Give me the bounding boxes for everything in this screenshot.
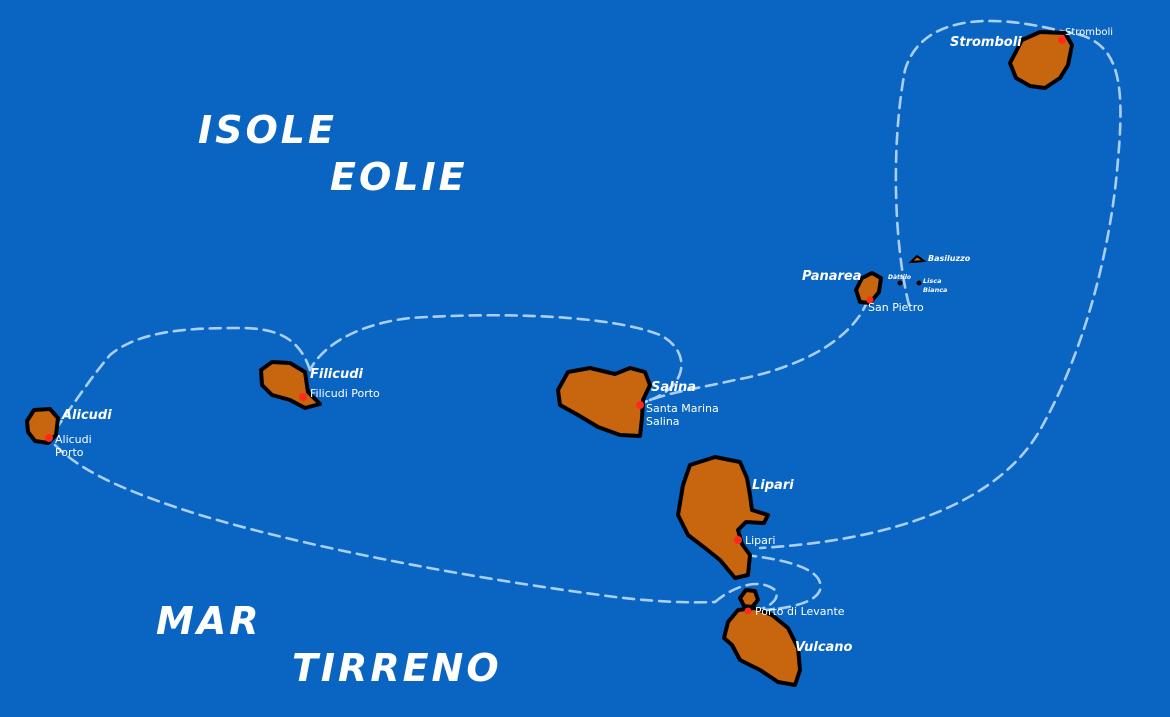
port-name-alicudi-porto: Porto [55, 446, 84, 459]
stromboli-island [1008, 30, 1074, 90]
island-name-vulcano: Vulcano [795, 640, 853, 655]
salina-island [556, 366, 652, 438]
basiluzzo-islet [908, 254, 927, 264]
port-marker-lipari [734, 536, 742, 544]
route-stromboli-loop [758, 19, 1122, 550]
island-name-stromboli: Stromboli [950, 35, 1022, 50]
panarea-island [854, 271, 883, 305]
island-name-lisca: Lisca [923, 277, 941, 285]
route-filicudi-alicudi [53, 326, 312, 432]
port-marker-filicudi [299, 393, 307, 401]
route-salina-filicudi [308, 313, 683, 402]
ferry-routes [53, 19, 1122, 614]
port-name-filicudi-porto: Filicudi Porto [310, 387, 380, 400]
alicudi-island [25, 407, 60, 445]
port-name-santa-marina-salina: Salina [646, 415, 680, 428]
island-name-salina: Salina [651, 380, 696, 395]
port-marker-stromboli [1058, 36, 1066, 44]
label-isole: ISOLE [198, 108, 337, 152]
port-marker-santa-marina [636, 401, 644, 409]
route-panarea-salina [643, 298, 870, 404]
port-marker-san-pietro [866, 296, 874, 304]
route-alicudi-vulcano [53, 443, 717, 604]
port-name-san-pietro: San Pietro [868, 301, 924, 314]
port-name-porto-di-levante: Porto di Levante [755, 605, 845, 618]
lisca-bianca-rock [916, 280, 922, 286]
dattilo-rock [897, 280, 903, 286]
label-eolie: EOLIE [330, 155, 468, 199]
port-markers [45, 36, 1066, 615]
island-name-dattilo: Dàttilo [888, 274, 911, 281]
label-mar: MAR [156, 599, 261, 643]
label-tirreno: TIRRENO [292, 646, 502, 690]
island-name-panarea: Panarea [802, 269, 862, 284]
island-name-basiluzzo: Basiluzzo [928, 254, 971, 263]
port-marker-alicudi [45, 434, 53, 442]
island-name-alicudi: Alicudi [61, 408, 112, 423]
port-name-lipari: Lipari [745, 534, 776, 547]
route-lipari-vulcano-a [713, 582, 778, 614]
port-name-santa-marina: Santa Marina [646, 402, 719, 415]
route-lipari-vulcano-b [743, 553, 822, 612]
island-name-bianca: Bianca [923, 286, 947, 294]
vulcanello-islet [738, 588, 760, 609]
vulcano-island [722, 606, 802, 687]
port-marker-porto-di-levante [744, 607, 752, 615]
islands [25, 30, 1074, 687]
island-name-lipari: Lipari [752, 478, 794, 493]
port-name-stromboli: Stromboli [1065, 27, 1113, 38]
port-name-alicudi: Alicudi [55, 433, 92, 446]
island-name-filicudi: Filicudi [310, 367, 364, 382]
